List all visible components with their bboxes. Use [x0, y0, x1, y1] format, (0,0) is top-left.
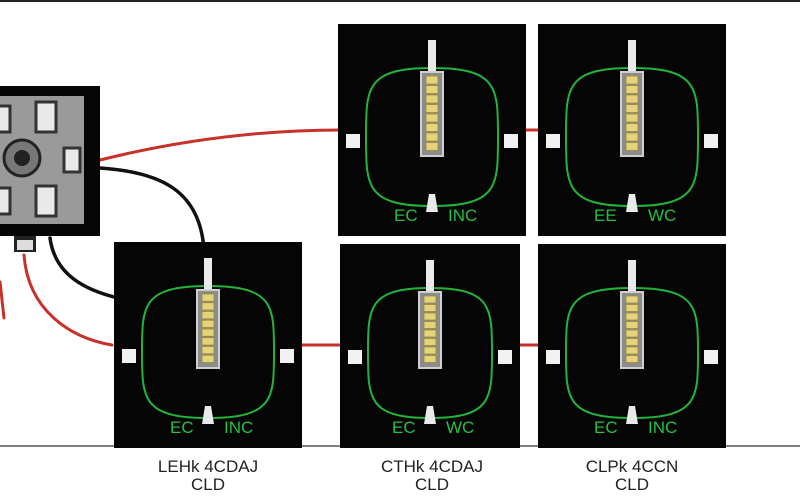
module-right-label: WC: [446, 418, 474, 437]
led-cell: [423, 329, 437, 338]
module-right-label: INC: [224, 418, 253, 437]
led-cell: [625, 329, 639, 338]
left-terminal: [546, 134, 560, 148]
led-cell: [425, 85, 439, 94]
led-cell: [625, 123, 639, 132]
wire-black-top: [98, 166, 206, 252]
led-cell: [625, 94, 639, 104]
led-cell: [423, 321, 437, 329]
led-cell: [201, 346, 215, 355]
led-cell: [625, 346, 639, 355]
wire-red-lower: [22, 253, 114, 347]
led-cell: [625, 312, 639, 321]
led-cell: [625, 355, 639, 363]
led-cell: [625, 85, 639, 94]
led-cell: [625, 113, 639, 123]
caption-right: CLPk 4CCN CLD: [586, 457, 679, 494]
bottom-pin: [426, 194, 438, 212]
right-terminal: [704, 134, 718, 148]
led-cell: [201, 311, 215, 320]
modules: EC INC EE WC EC INC EC WC EC INC: [114, 24, 726, 448]
led-cell: [423, 304, 437, 312]
led-cell: [425, 94, 439, 104]
module-left-label: EC: [594, 418, 618, 437]
module-right-label: INC: [648, 418, 677, 437]
led-cell: [423, 295, 437, 304]
caption-left-line1: LEHk 4CDAJ: [158, 457, 258, 476]
led-cell: [625, 142, 639, 151]
led-cell: [625, 132, 639, 142]
wire-black-lower: [48, 236, 120, 300]
module-left-label: EC: [392, 418, 416, 437]
led-cell: [425, 104, 439, 113]
connector-hub-icon: [0, 86, 100, 252]
module-left-label: EE: [594, 206, 617, 225]
led-cell: [425, 123, 439, 132]
bottom-pin: [626, 194, 638, 212]
right-terminal: [280, 349, 294, 363]
wire-red-to-top-center: [98, 128, 344, 162]
right-terminal: [704, 350, 718, 364]
module-left-label: EC: [170, 418, 194, 437]
led-cell: [425, 113, 439, 123]
caption-center-line1: CTHk 4CDAJ: [381, 457, 483, 476]
led-cell: [625, 304, 639, 312]
led-cell: [201, 319, 215, 328]
top-pin: [628, 40, 636, 80]
left-terminal: [346, 134, 360, 148]
led-cell: [425, 132, 439, 142]
led-cell: [423, 346, 437, 355]
led-cell: [625, 104, 639, 113]
led-module-bottom-center: EC WC: [340, 244, 520, 448]
right-terminal: [504, 134, 518, 148]
led-module-bottom-left: EC INC: [114, 242, 302, 448]
led-cell: [625, 321, 639, 329]
top-pin: [204, 258, 212, 298]
led-cell: [423, 312, 437, 321]
led-cell: [201, 293, 215, 302]
led-cell: [625, 75, 639, 85]
left-terminal: [546, 350, 560, 364]
led-module-top-right: EE WC: [538, 24, 726, 236]
caption-left: LEHk 4CDAJ CLD: [158, 457, 258, 494]
left-terminal: [348, 350, 362, 364]
led-cell: [425, 75, 439, 85]
wire-red-edge: [0, 280, 6, 320]
top-pin: [628, 260, 636, 300]
wires: [0, 128, 544, 347]
led-module-top-center: EC INC: [338, 24, 526, 236]
led-cell: [625, 338, 639, 346]
led-cell: [201, 337, 215, 346]
top-pin: [426, 260, 434, 300]
right-terminal: [498, 350, 512, 364]
caption-left-line2: CLD: [191, 475, 225, 494]
left-terminal: [122, 349, 136, 363]
led-cell: [423, 355, 437, 363]
bottom-pin: [424, 406, 436, 424]
module-right-label: WC: [648, 206, 676, 225]
top-pin: [428, 40, 436, 80]
led-cell: [201, 354, 215, 363]
led-module-bottom-right: EC INC: [538, 244, 726, 448]
led-cell: [423, 338, 437, 346]
module-left-label: EC: [394, 206, 418, 225]
led-cell: [625, 295, 639, 304]
module-right-label: INC: [448, 206, 477, 225]
bottom-pin: [202, 406, 214, 424]
led-cell: [201, 328, 215, 337]
led-cell: [425, 142, 439, 151]
led-cell: [201, 302, 215, 311]
caption-center: CTHk 4CDAJ CLD: [381, 457, 483, 494]
caption-right-line2: CLD: [615, 475, 649, 494]
caption-right-line1: CLPk 4CCN: [586, 457, 679, 476]
bottom-pin: [626, 406, 638, 424]
caption-center-line2: CLD: [415, 475, 449, 494]
